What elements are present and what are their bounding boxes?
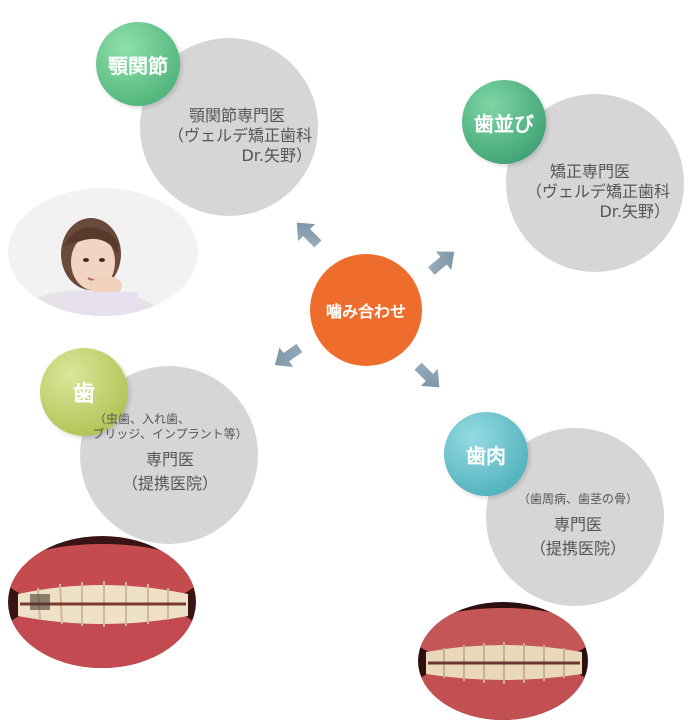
center-node: 噛み合わせ <box>310 254 422 366</box>
tmj-line-3: Dr.矢野） <box>241 146 312 165</box>
woman-photo <box>8 188 198 316</box>
alignment-badge: 歯並び <box>462 80 546 164</box>
alignment-line-2: （ヴェルデ矯正歯科 <box>525 182 670 201</box>
arrow-icon <box>414 362 440 388</box>
arrow-icon <box>274 343 303 367</box>
alignment-line-3: Dr.矢野） <box>599 202 670 221</box>
teeth-small-2: ブリッジ、インプラント等） <box>92 427 248 441</box>
arrow-icon <box>296 222 322 248</box>
gums-small-1: （歯周病、歯茎の骨） <box>517 492 638 506</box>
tmj-line-2: （ヴェルデ矯正歯科 <box>167 126 312 145</box>
teeth-badge: 歯 <box>40 348 128 436</box>
teeth-text: （虫歯、入れ歯、 ブリッジ、インプラント等） 専門医 （提携医院） <box>82 412 258 494</box>
tmj-line-1: 顎関節専門医 <box>188 106 285 125</box>
alignment-line-1: 矯正専門医 <box>549 162 630 181</box>
gums-text: （歯周病、歯茎の骨） 専門医 （提携医院） <box>498 492 658 559</box>
tmj-text: 顎関節専門医 （ヴェルデ矯正歯科 Dr.矢野） <box>162 106 312 166</box>
gums-badge: 歯肉 <box>444 412 528 496</box>
teeth-small-1: （虫歯、入れ歯、 <box>94 412 191 426</box>
arrow-icon <box>428 251 455 275</box>
teeth-line-1: 専門医 <box>145 450 194 469</box>
alignment-text: 矯正専門医 （ヴェルデ矯正歯科 Dr.矢野） <box>510 162 670 222</box>
teeth-photo-right <box>418 602 588 720</box>
teeth-line-2: （提携医院） <box>121 474 218 493</box>
tmj-badge: 顎関節 <box>96 22 180 106</box>
gums-line-2: （提携医院） <box>529 539 626 558</box>
teeth-photo-left <box>8 536 196 668</box>
gums-line-1: 専門医 <box>553 515 602 534</box>
